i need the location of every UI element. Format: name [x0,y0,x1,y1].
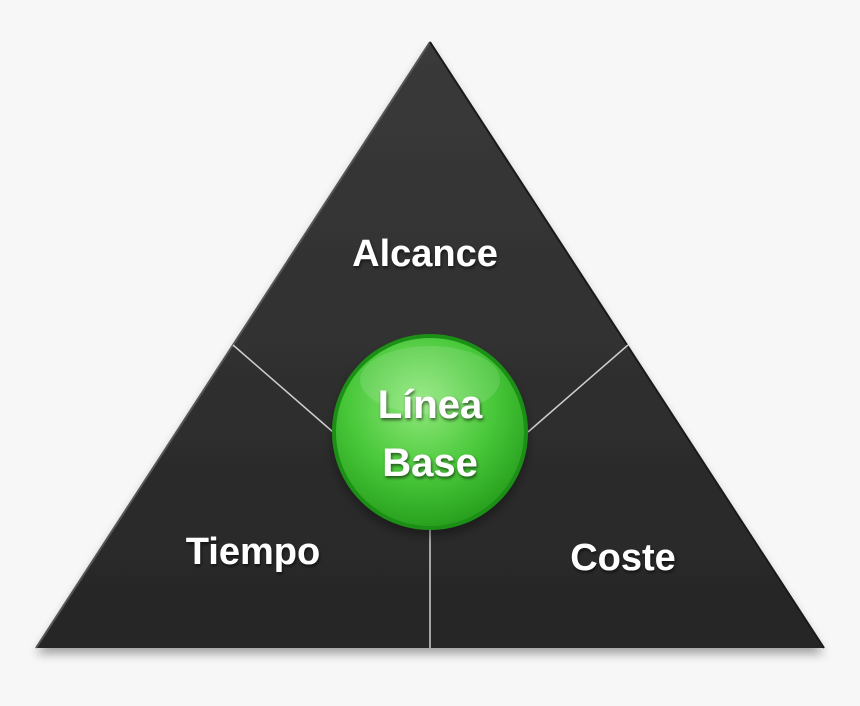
center-label-line2: Base [382,441,478,485]
center-circle-gloss [360,346,500,414]
divider-right [527,344,629,433]
section-label-top: Alcance [352,233,498,275]
divider-left [232,344,334,433]
center-label-line1: Línea [378,383,483,427]
section-label-left: Tiempo [186,531,320,573]
center-circle-fill [336,338,524,526]
section-label-right: Coste [570,537,676,579]
